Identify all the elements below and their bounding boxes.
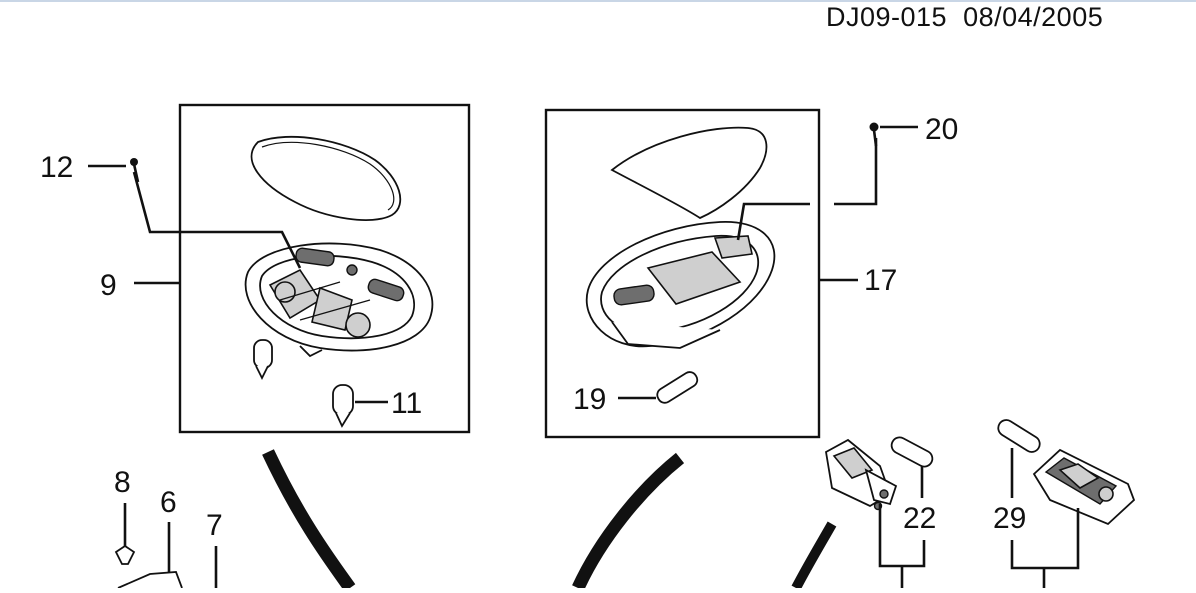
- bulb-left: [253, 339, 273, 381]
- assembly-box-left: [178, 103, 471, 434]
- callout-22: 22: [903, 502, 936, 535]
- lamp-housing-right: [585, 221, 776, 349]
- bulb-11: [332, 384, 354, 428]
- bulb-22: [890, 436, 934, 468]
- drawing-date: 08/04/2005: [963, 2, 1104, 32]
- headliner-arc-center: [572, 452, 685, 591]
- screw-12: [130, 158, 140, 183]
- drawing-header: DJ09-015 08/04/2005: [826, 2, 1103, 33]
- bulb-19: [656, 371, 699, 404]
- callout-20: 20: [925, 113, 958, 146]
- callout-8: 8: [114, 466, 131, 499]
- callout-9: 9: [100, 269, 117, 302]
- leader-12: [132, 171, 302, 269]
- lamp-housing-left: [244, 242, 434, 358]
- sunvisor-bracket: [117, 571, 183, 589]
- callout-19: 19: [573, 383, 606, 416]
- callout-17: 17: [864, 264, 897, 297]
- lamp-lens-left: [250, 135, 402, 221]
- lamp-assembly-29: [1032, 448, 1136, 526]
- drawing-code: DJ09-015: [826, 2, 948, 32]
- headliner-arc-right: [791, 521, 837, 591]
- lamp-assembly-22: [825, 438, 898, 511]
- leader-20: [736, 138, 878, 241]
- assembly-box-right: [544, 108, 821, 439]
- lamp-lens-right: [610, 126, 768, 220]
- callout-6: 6: [160, 486, 177, 519]
- callout-7: 7: [206, 509, 223, 542]
- callout-29: 29: [993, 502, 1026, 535]
- callout-12: 12: [40, 151, 73, 184]
- bulb-29: [997, 419, 1041, 453]
- screw-20: [869, 122, 879, 147]
- headliner-arc-left: [262, 449, 356, 592]
- callout-11: 11: [391, 387, 422, 420]
- clip-8: [114, 544, 136, 565]
